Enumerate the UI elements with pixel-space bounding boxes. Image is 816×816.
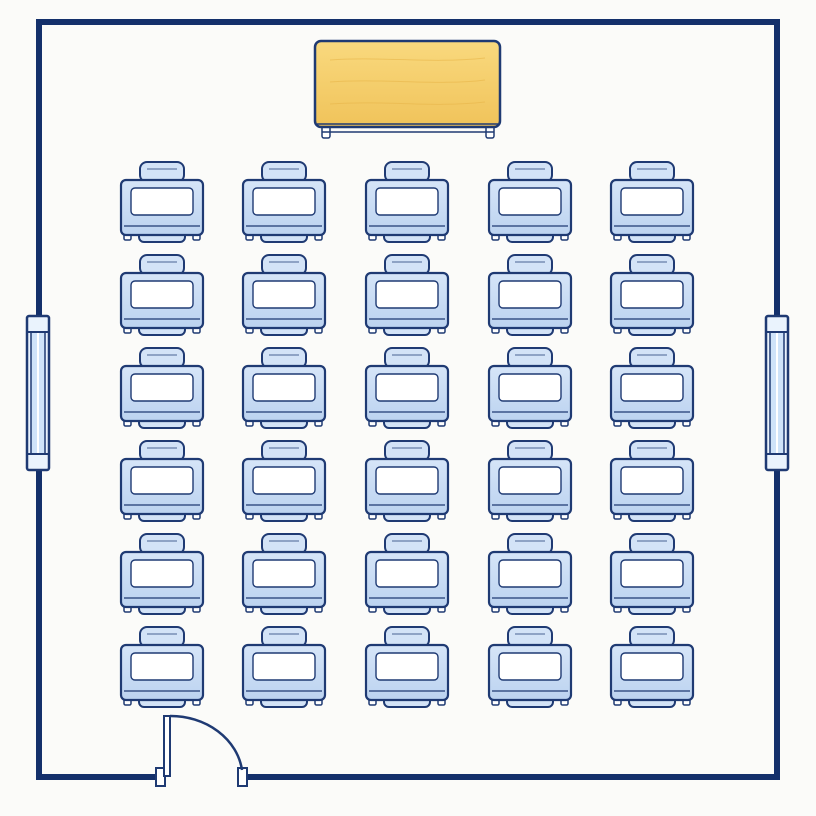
student-desk-r6-c1 <box>119 626 205 708</box>
student-desk-r2-c4 <box>487 254 573 336</box>
student-desk-r6-c3 <box>364 626 450 708</box>
student-desk-r5-c4 <box>487 533 573 615</box>
student-desk-r2-c1 <box>119 254 205 336</box>
student-desk-r1-c1 <box>119 161 205 243</box>
student-desk-r3-c3 <box>364 347 450 429</box>
student-desk-r6-c2 <box>241 626 327 708</box>
student-desk-r1-c4 <box>487 161 573 243</box>
door <box>155 714 248 787</box>
student-desk-r5-c3 <box>364 533 450 615</box>
student-desk-r1-c3 <box>364 161 450 243</box>
window-right <box>764 314 790 472</box>
student-desk-r4-c1 <box>119 440 205 522</box>
student-desk-r4-c2 <box>241 440 327 522</box>
student-desk-r5-c1 <box>119 533 205 615</box>
student-desk-r4-c3 <box>364 440 450 522</box>
student-desks <box>119 161 695 708</box>
student-desk-r3-c2 <box>241 347 327 429</box>
door-leaf <box>163 715 171 777</box>
student-desk-r4-c5 <box>609 440 695 522</box>
door-swing-arc <box>169 714 244 771</box>
student-desk-r6-c5 <box>609 626 695 708</box>
student-desk-r6-c4 <box>487 626 573 708</box>
student-desk-r3-c4 <box>487 347 573 429</box>
student-desk-r5-c5 <box>609 533 695 615</box>
student-desk-r1-c2 <box>241 161 327 243</box>
window-left <box>25 314 51 472</box>
student-desk-r1-c5 <box>609 161 695 243</box>
teacher-desk <box>313 39 502 139</box>
door-jamb-right <box>237 767 248 787</box>
walls <box>36 19 780 780</box>
student-desk-r2-c5 <box>609 254 695 336</box>
student-desk-r3-c1 <box>119 347 205 429</box>
student-desk-r5-c2 <box>241 533 327 615</box>
student-desk-r2-c2 <box>241 254 327 336</box>
student-desk-r2-c3 <box>364 254 450 336</box>
student-desk-r4-c4 <box>487 440 573 522</box>
student-desk-r3-c5 <box>609 347 695 429</box>
